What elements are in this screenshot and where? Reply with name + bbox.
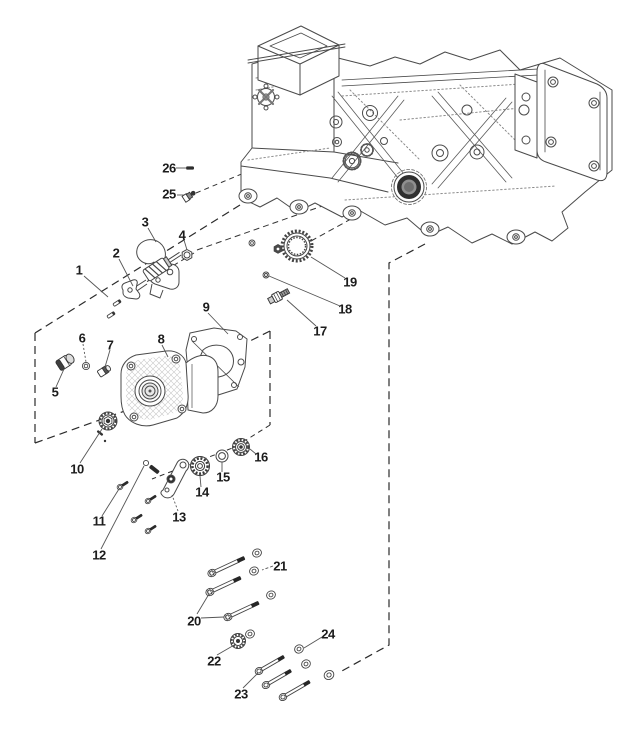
part-21-washers [249, 548, 276, 600]
part-24-washers [294, 644, 335, 681]
callout-11: 11 [92, 513, 106, 529]
part-12-roll-pin [142, 459, 160, 474]
part-20-bolts [205, 556, 260, 622]
part-2-shaft-spring [121, 251, 182, 300]
callout-22: 22 [207, 653, 221, 669]
part-10-flange-nut [96, 411, 118, 443]
part-19-ring-gear [248, 229, 314, 263]
part-13-bracket-arm [160, 458, 190, 499]
part-8-cover-casting [120, 350, 219, 427]
part-14-flanged-bushing [190, 456, 210, 476]
part-1-pins [106, 299, 122, 319]
callout-17: 17 [313, 323, 327, 339]
callout-19: 19 [343, 274, 357, 290]
part-25-grease-fitting [181, 190, 196, 203]
part-18-washer [262, 271, 270, 279]
callout-5: 5 [51, 384, 59, 400]
part-23-bolts [254, 655, 311, 702]
callout-7: 7 [106, 337, 114, 353]
callout-24: 24 [321, 626, 335, 642]
callout-16: 16 [254, 449, 268, 465]
part-16-flange-nut [232, 438, 250, 456]
part-15-ring [215, 449, 229, 463]
part-26-pin [186, 166, 194, 170]
gearbox-housing-drawing [238, 25, 613, 245]
callout-6: 6 [78, 330, 86, 346]
callout-3: 3 [141, 214, 149, 230]
callout-26: 26 [162, 160, 176, 176]
callout-12: 12 [92, 547, 106, 563]
callout-14: 14 [195, 484, 209, 500]
callout-15: 15 [216, 469, 230, 485]
callout-2: 2 [112, 245, 120, 261]
callout-23: 23 [234, 686, 248, 702]
callout-18: 18 [338, 301, 352, 317]
part-11-bolts-small [116, 480, 157, 535]
part-5-plug [55, 353, 75, 371]
callout-25: 25 [162, 186, 176, 202]
callout-13: 13 [172, 509, 186, 525]
callout-21: 21 [273, 558, 287, 574]
callout-10: 10 [70, 461, 84, 477]
callout-1: 1 [75, 262, 83, 278]
callout-4: 4 [178, 227, 186, 243]
callout-20: 20 [187, 613, 201, 629]
dashed-boundary-lines [34, 204, 426, 673]
part-7-fitting [96, 365, 111, 378]
callout-leader-lines [55, 167, 346, 689]
part-4-nut [181, 248, 193, 261]
callout-8: 8 [157, 331, 165, 347]
part-6-washer [81, 361, 91, 371]
callout-9: 9 [202, 299, 210, 315]
part-17-sensor-plug [267, 288, 291, 305]
